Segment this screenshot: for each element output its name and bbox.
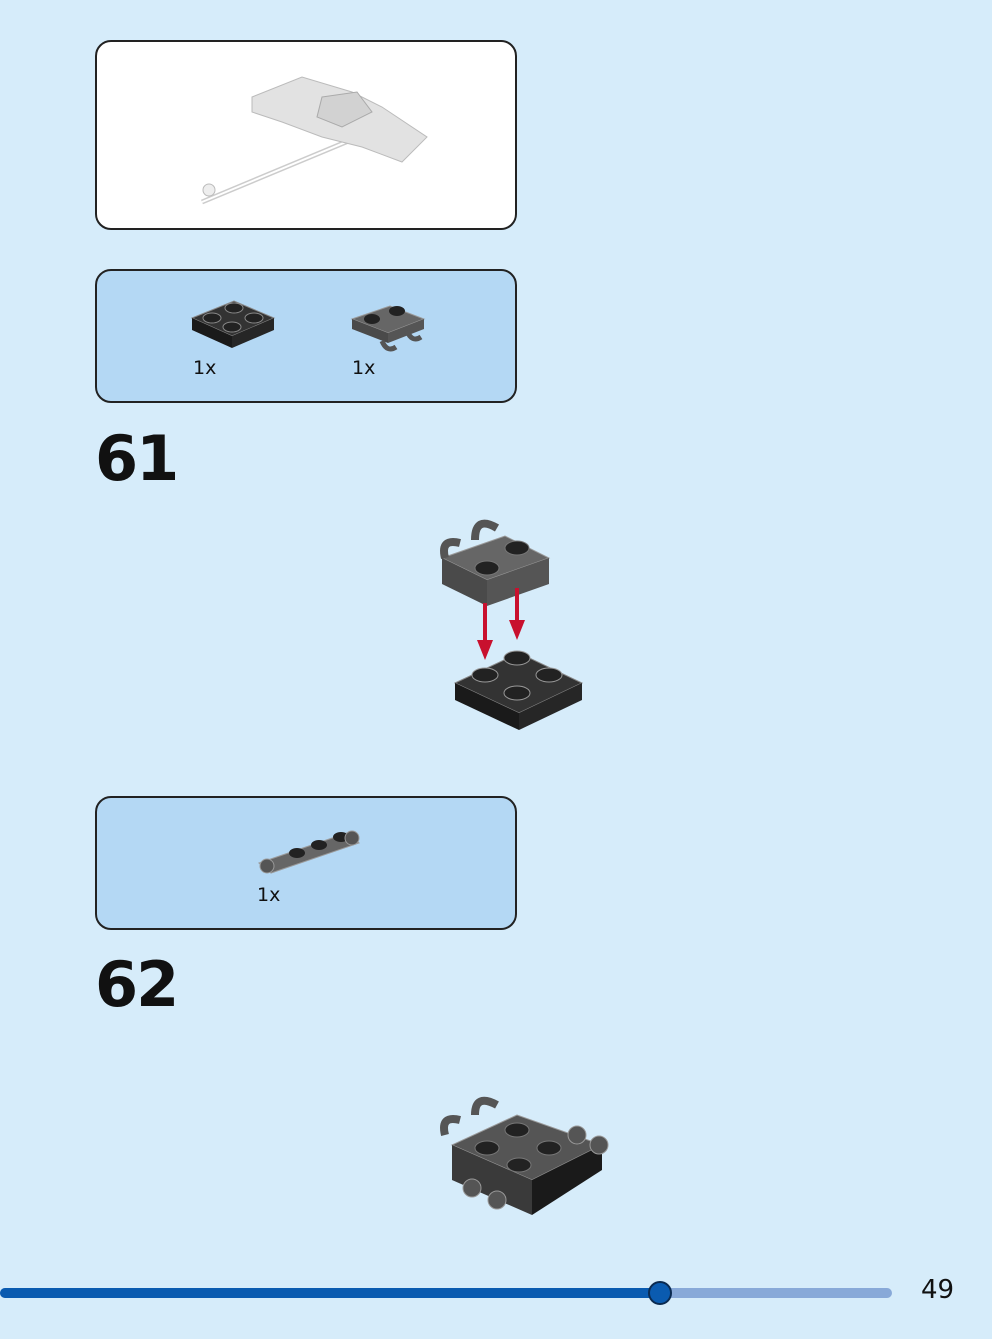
step-number-61: 61 <box>95 422 179 495</box>
model-preview-image <box>201 76 428 205</box>
parts-list-step-61: 1x 1x <box>95 269 517 403</box>
part-quantity: 1x <box>193 357 217 379</box>
page-number: 49 <box>921 1275 955 1305</box>
arrow-icon <box>477 588 525 660</box>
part-black-2x2-plate <box>190 300 276 348</box>
step-62-assembly-image <box>440 1096 609 1215</box>
part-gray-plate-with-bar-handles <box>257 830 361 874</box>
part-gray-plate-with-clips <box>350 305 426 352</box>
parts-list-step-62: 1x <box>95 796 517 930</box>
progress-fill <box>0 1288 661 1298</box>
step-number-62: 62 <box>95 948 179 1021</box>
previous-step-preview <box>95 40 517 230</box>
part-quantity: 1x <box>352 357 376 379</box>
progress-knob <box>648 1281 673 1305</box>
step-61-assembly-image <box>440 519 584 730</box>
part-quantity: 1x <box>257 884 281 906</box>
progress-bar <box>0 1281 892 1305</box>
